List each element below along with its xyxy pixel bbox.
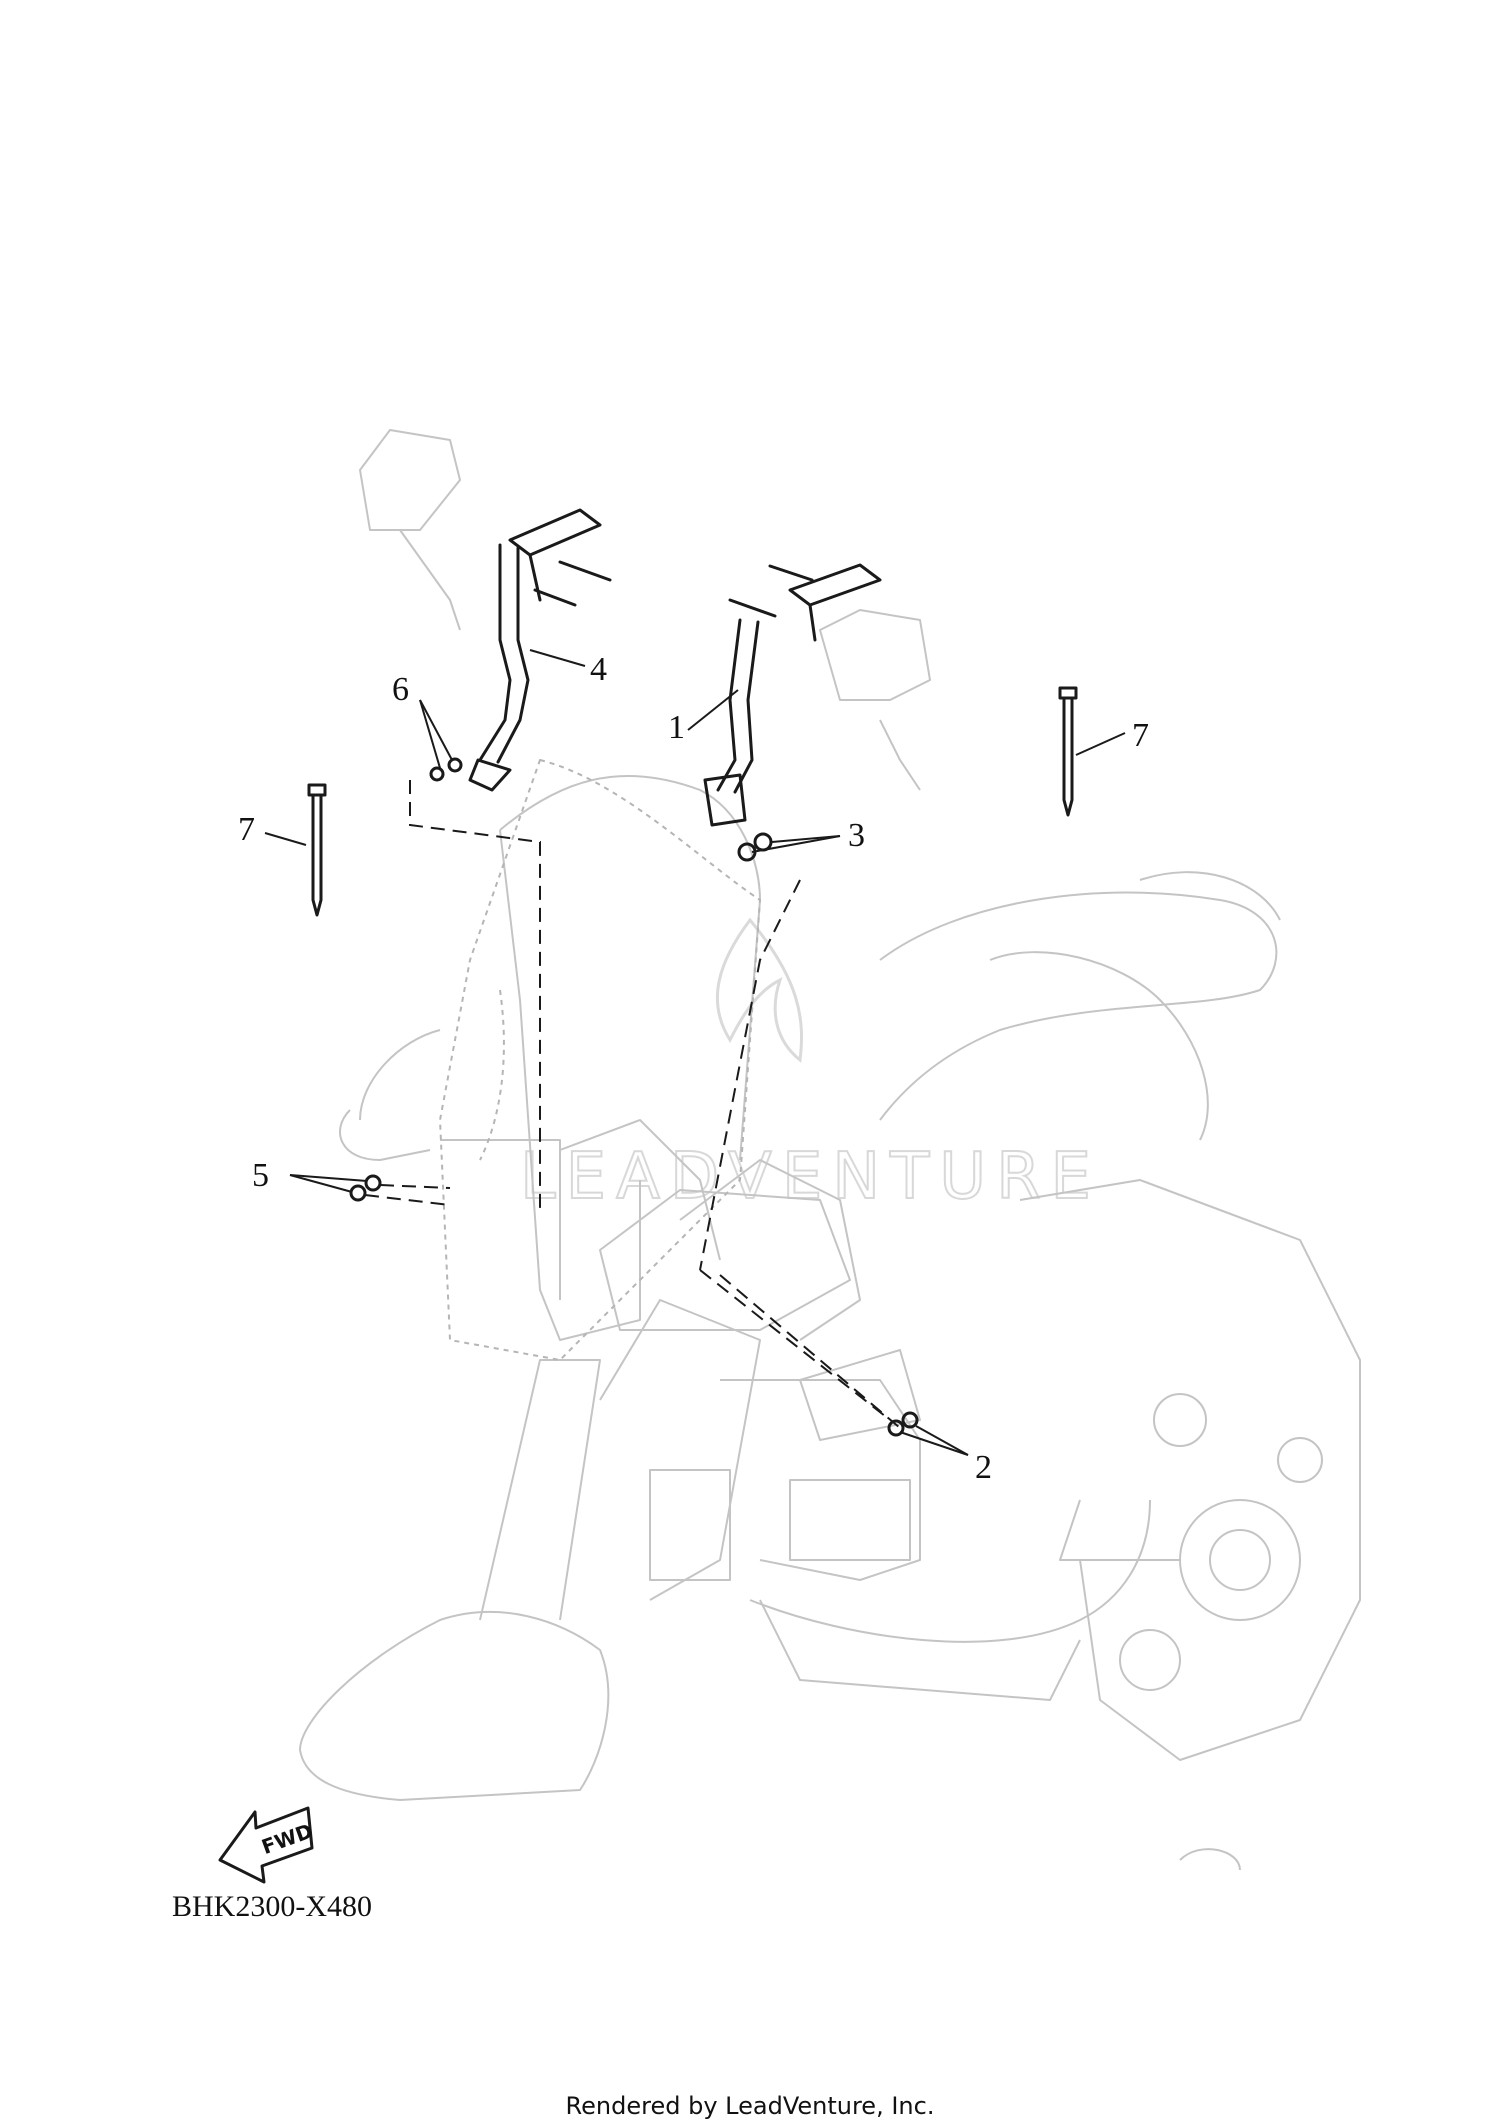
callout-7-left: 7 xyxy=(238,811,255,848)
part-5-screws xyxy=(349,1174,382,1202)
watermark: LEADVENTURE xyxy=(519,917,1101,1215)
headlight-left-outline xyxy=(359,429,461,631)
part-1-bolts xyxy=(728,564,814,618)
windshield-outline xyxy=(439,759,761,1361)
motorcycle-outline xyxy=(299,774,1361,1871)
part-7-cable-tie-left xyxy=(307,783,327,917)
callout-1: 1 xyxy=(668,709,685,746)
installation-guide-lines xyxy=(364,780,901,1429)
callout-6: 6 xyxy=(392,671,409,708)
part-3-washers xyxy=(737,832,773,862)
fwd-arrow-icon: FWD xyxy=(218,1806,316,1884)
part-2-bolts xyxy=(887,1411,919,1437)
part-4-bracket-left xyxy=(468,508,602,792)
callout-4: 4 xyxy=(590,651,607,688)
part-4-bolts xyxy=(533,560,612,607)
callout-7-right: 7 xyxy=(1132,717,1149,754)
callout-labels: 1 2 3 4 5 6 7 7 xyxy=(238,651,1149,1486)
callout-5: 5 xyxy=(252,1157,269,1194)
leader-lines xyxy=(264,649,1126,1456)
diagram-code: BHK2300-X480 xyxy=(172,1890,372,1923)
leadventure-logo-icon xyxy=(715,917,803,1063)
headlight-right-outline xyxy=(819,609,931,791)
part-6-washers xyxy=(429,757,463,782)
callout-3: 3 xyxy=(848,817,865,854)
watermark-text: LEADVENTURE xyxy=(520,1140,1101,1214)
rendered-by-footer: Rendered by LeadVenture, Inc. xyxy=(565,2092,935,2120)
part-7-cable-tie-right xyxy=(1058,686,1078,817)
callout-2: 2 xyxy=(975,1449,992,1486)
part-1-bracket-right xyxy=(703,563,882,827)
